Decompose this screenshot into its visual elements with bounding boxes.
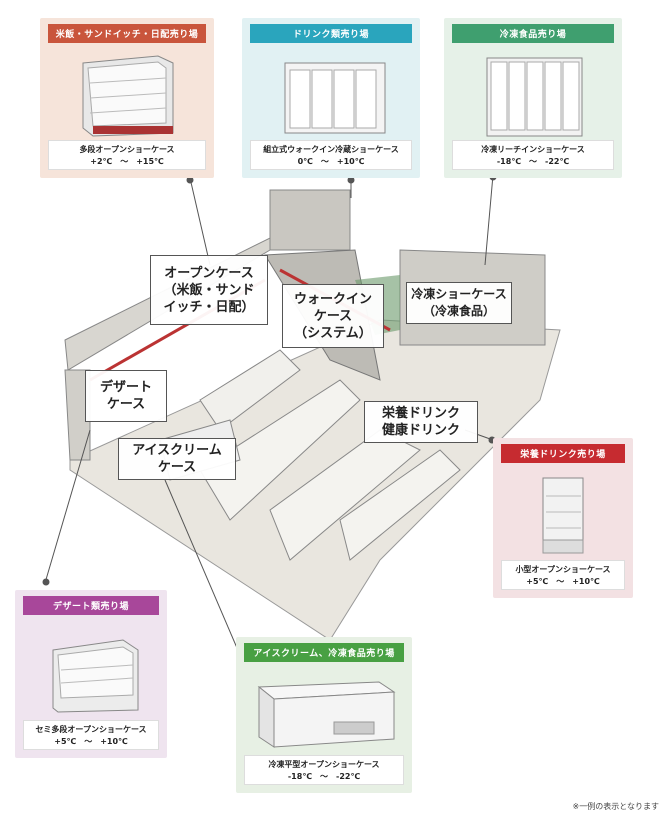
rice-sandwich-temp: +2℃ ～ +15℃ <box>90 157 164 166</box>
icecream-case-label-text: アイスクリーム ケース <box>132 443 222 475</box>
drink-card: ドリンク類売り場 組立式ウォークイン冷蔵ショーケース 0℃ ～ +10℃ <box>242 18 420 178</box>
store-back-wall <box>269 189 351 251</box>
dessert-header: デザート類売り場 <box>23 596 159 615</box>
dessert-card: デザート類売り場 セミ多段オープンショーケース +5℃ ～ +10℃ <box>15 590 167 758</box>
small-open-case-image <box>501 468 625 558</box>
drink-product-name: 組立式ウォークイン冷蔵ショーケース <box>263 145 399 154</box>
open-case-label: オープンケース （米飯・サンド イッチ・日配） <box>150 255 268 325</box>
gondola-4 <box>339 449 461 561</box>
nutrition-drink-header: 栄養ドリンク売り場 <box>501 444 625 463</box>
frozen-card: 冷凍食品売り場 冷凍リーチインショーケース -18℃ ～ -22℃ <box>444 18 622 178</box>
connector-icecream <box>164 479 241 656</box>
nutrition-drink-label: 栄養ドリンク 健康ドリンク <box>364 401 478 443</box>
nutrition-drink-spec: 小型オープンショーケース +5℃ ～ +10℃ <box>501 560 625 590</box>
icecream-spec: 冷凍平型オープンショーケース -18℃ ～ -22℃ <box>244 755 404 785</box>
connector-rice <box>189 177 211 266</box>
drink-spec: 組立式ウォークイン冷蔵ショーケース 0℃ ～ +10℃ <box>250 140 412 170</box>
frozen-case-label: 冷凍ショーケース （冷凍食品） <box>406 282 512 324</box>
frozen-header: 冷凍食品売り場 <box>452 24 614 43</box>
reach-in-case-image <box>452 48 614 138</box>
gondola-3 <box>269 429 421 561</box>
frozen-spec: 冷凍リーチインショーケース -18℃ ～ -22℃ <box>452 140 614 170</box>
footnote: ※一例の表示となります <box>572 802 659 811</box>
nutrition-drink-temp: +5℃ ～ +10℃ <box>526 577 600 586</box>
icecream-product-name: 冷凍平型オープンショーケース <box>268 760 380 769</box>
icecream-header: アイスクリーム、冷凍食品売り場 <box>244 643 404 662</box>
dessert-product-name: セミ多段オープンショーケース <box>35 725 147 734</box>
icecream-temp: -18℃ ～ -22℃ <box>287 772 361 781</box>
rice-sandwich-card: 米飯・サンドイッチ・日配売り場 多段オープンショーケース +2℃ ～ +15℃ <box>40 18 214 178</box>
rice-sandwich-product-name: 多段オープンショーケース <box>79 145 175 154</box>
gondola-1 <box>199 349 301 431</box>
dessert-case-label: デザート ケース <box>85 370 167 422</box>
dessert-temp: +5℃ ～ +10℃ <box>54 737 128 746</box>
walkin-case-label-text: ウォークイン ケース （システム） <box>293 291 372 341</box>
drink-header: ドリンク類売り場 <box>250 24 412 43</box>
icecream-case-label: アイスクリーム ケース <box>118 438 236 480</box>
dessert-spec: セミ多段オープンショーケース +5℃ ～ +10℃ <box>23 720 159 750</box>
rice-sandwich-spec: 多段オープンショーケース +2℃ ～ +15℃ <box>48 140 206 170</box>
walkin-case-label: ウォークイン ケース （システム） <box>282 284 384 348</box>
drink-temp: 0℃ ～ +10℃ <box>297 157 365 166</box>
multi-deck-open-case-image <box>48 48 206 138</box>
frozen-temp: -18℃ ～ -22℃ <box>496 157 570 166</box>
flat-open-case-image <box>244 667 404 753</box>
semi-multi-deck-case-image <box>23 620 159 718</box>
gondola-2 <box>199 379 361 521</box>
frozen-product-name: 冷凍リーチインショーケース <box>481 145 585 154</box>
open-case-label-text: オープンケース （米飯・サンド イッチ・日配） <box>163 265 255 315</box>
connector-dessert <box>44 429 91 584</box>
rice-sandwich-header: 米飯・サンドイッチ・日配売り場 <box>48 24 206 43</box>
nutrition-drink-label-text: 栄養ドリンク 健康ドリンク <box>381 406 460 438</box>
connector-frozen <box>484 174 494 266</box>
walkin-case-image <box>250 48 412 138</box>
frozen-case-label-text: 冷凍ショーケース （冷凍食品） <box>411 287 507 318</box>
icecream-card: アイスクリーム、冷凍食品売り場 冷凍平型オープンショーケース -18℃ ～ -2… <box>236 637 412 793</box>
front-left-wall <box>64 369 91 461</box>
connector-dessert-dot-a <box>42 578 50 586</box>
dessert-case-label-text: デザート ケース <box>99 380 152 412</box>
nutrition-drink-product-name: 小型オープンショーケース <box>515 565 611 574</box>
nutrition-drink-card: 栄養ドリンク売り場 小型オープンショーケース +5℃ ～ +10℃ <box>493 438 633 598</box>
